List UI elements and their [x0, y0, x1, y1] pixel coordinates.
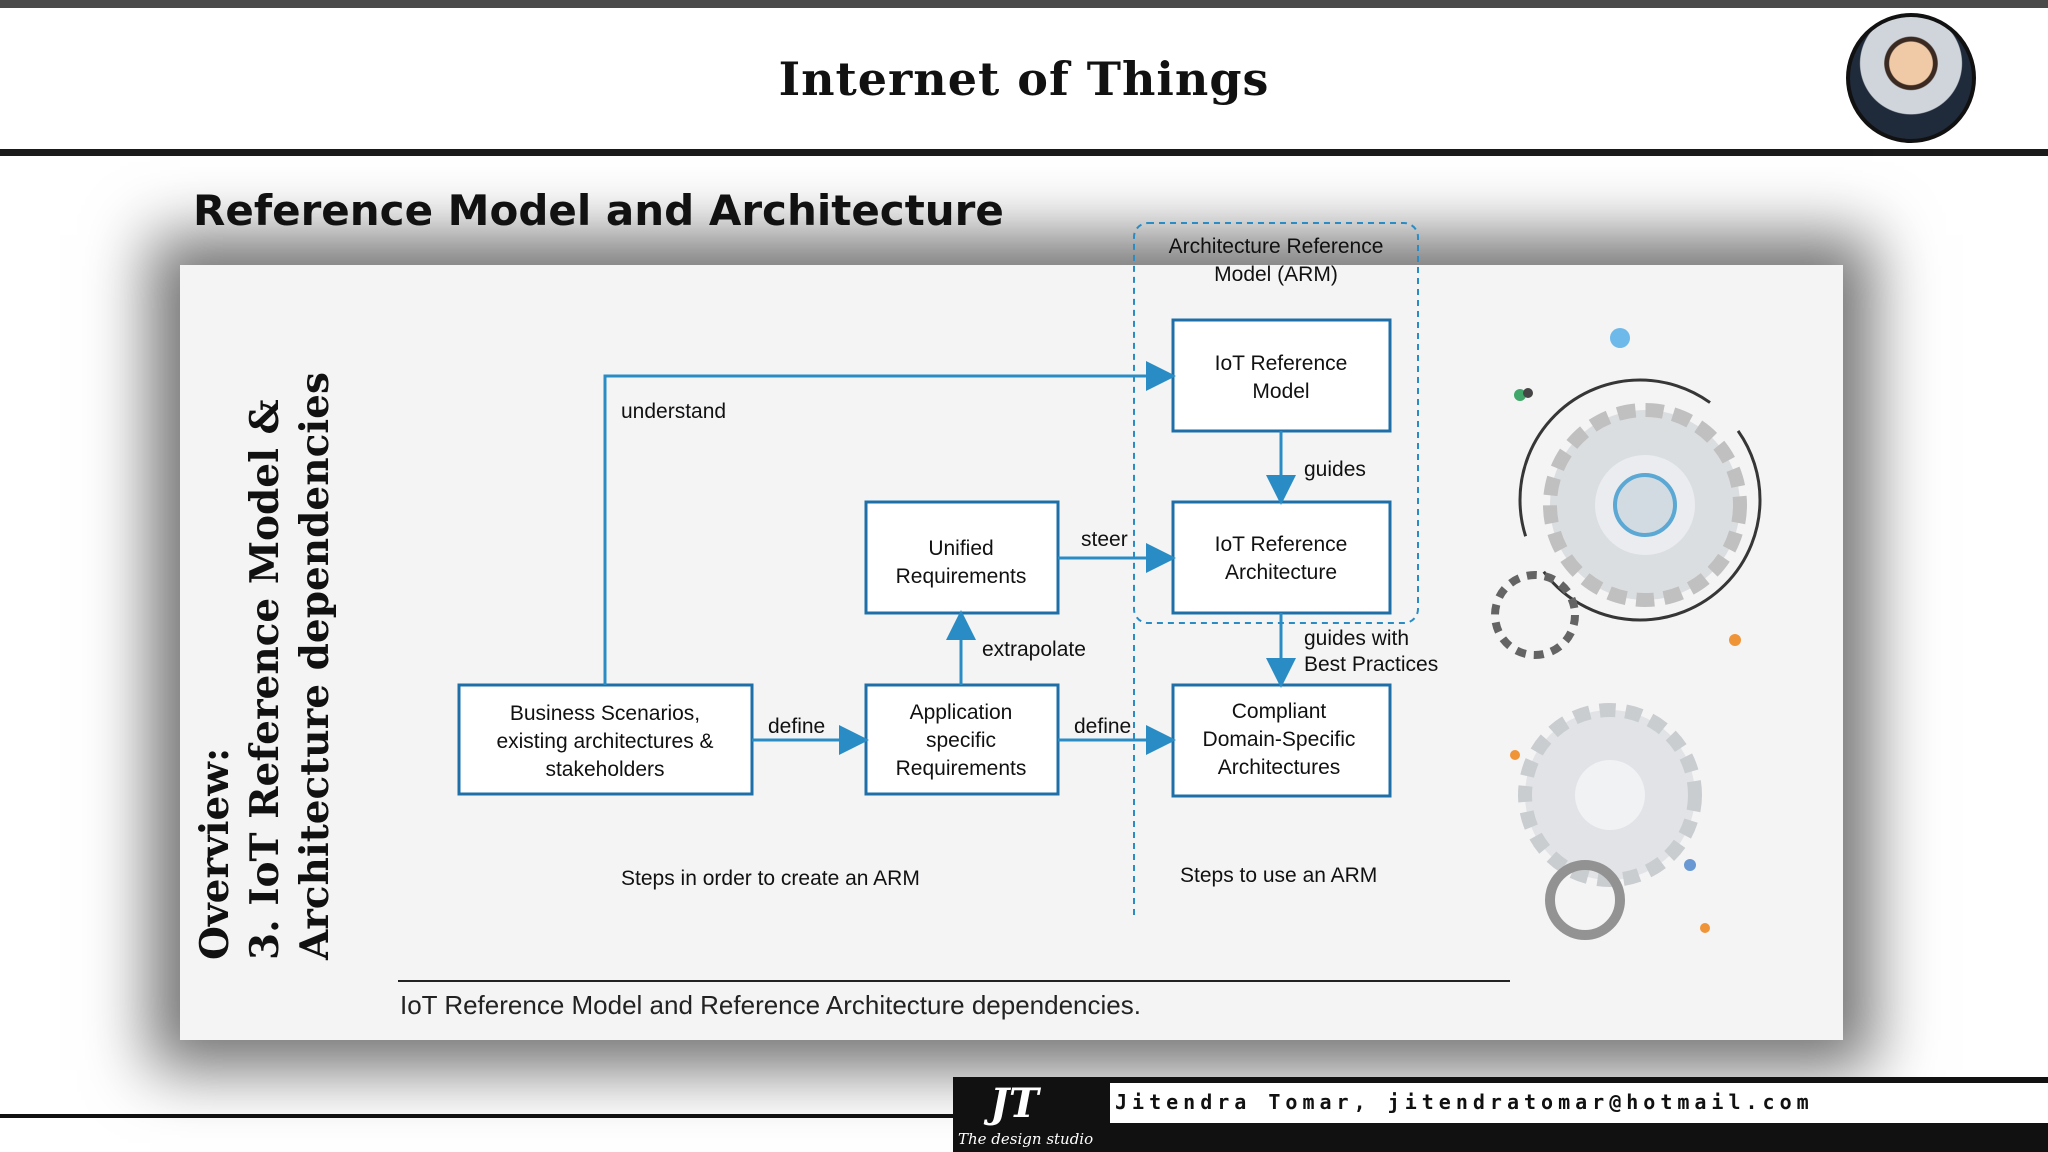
slide-image-frame [180, 265, 1843, 1040]
header-divider [0, 149, 2048, 156]
slide-subtitle: Reference Model and Architecture [193, 186, 1004, 235]
node-business-line-3: stakeholders [545, 758, 664, 781]
studio-logo-subtitle: The design studio [958, 1130, 1094, 1148]
gears-decoration [1491, 328, 1762, 940]
footer-left-rule [0, 1114, 960, 1118]
footer-author: Jitendra Tomar, jitendratomar@hotmail.co… [1115, 1090, 1814, 1114]
label-steer: steer [1081, 528, 1128, 551]
steps-use-label: Steps to use an ARM [1180, 864, 1377, 887]
top-rule [0, 0, 2048, 8]
label-extrapolate: extrapolate [982, 638, 1086, 661]
node-iot-model-line-1: IoT Reference [1215, 352, 1348, 375]
node-app-req-line-1: Application [910, 701, 1013, 724]
presenter-avatar [1846, 13, 1976, 143]
studio-logo: JT [990, 1080, 1039, 1127]
page-title: Internet of Things [778, 52, 1270, 106]
label-understand: understand [621, 400, 726, 423]
label-define-1: define [768, 715, 825, 738]
node-compliant-line-2: Domain-Specific [1203, 728, 1356, 751]
node-unified-line-2: Requirements [896, 565, 1027, 588]
node-business-line-2: existing architectures & [496, 730, 713, 753]
label-guides-with-1: guides with [1304, 627, 1409, 650]
node-iot-reference-architecture [1171, 500, 1392, 615]
footer-author-strip [1110, 1083, 2048, 1123]
node-iot-arch-line-2: Architecture [1225, 561, 1337, 584]
label-guides: guides [1304, 458, 1366, 481]
node-business-line-1: Business Scenarios, [510, 702, 700, 725]
node-app-req-line-3: Requirements [896, 757, 1027, 780]
label-define-2: define [1074, 715, 1131, 738]
figure-caption: IoT Reference Model and Reference Archit… [400, 990, 1141, 1020]
node-compliant-line-3: Architectures [1218, 756, 1341, 779]
arm-group-label-1: Architecture Reference [1169, 235, 1384, 258]
arm-group-box [1133, 222, 1419, 624]
node-app-req-line-2: specific [926, 729, 996, 752]
node-application-requirements [864, 683, 1060, 796]
caption-divider [398, 980, 1510, 982]
label-guides-with-2: Best Practices [1304, 653, 1438, 676]
arm-group-label-2: Model (ARM) [1214, 263, 1338, 286]
node-iot-reference-model [1171, 318, 1392, 433]
node-compliant-line-1: Compliant [1232, 700, 1327, 723]
edge-understand [603, 361, 1176, 685]
node-business-scenarios [457, 683, 754, 796]
node-iot-arch-line-1: IoT Reference [1215, 533, 1348, 556]
node-iot-model-line-2: Model [1252, 380, 1309, 403]
steps-create-label: Steps in order to create an ARM [621, 867, 920, 890]
node-unified-requirements [864, 500, 1060, 615]
node-unified-line-1: Unified [928, 537, 993, 560]
